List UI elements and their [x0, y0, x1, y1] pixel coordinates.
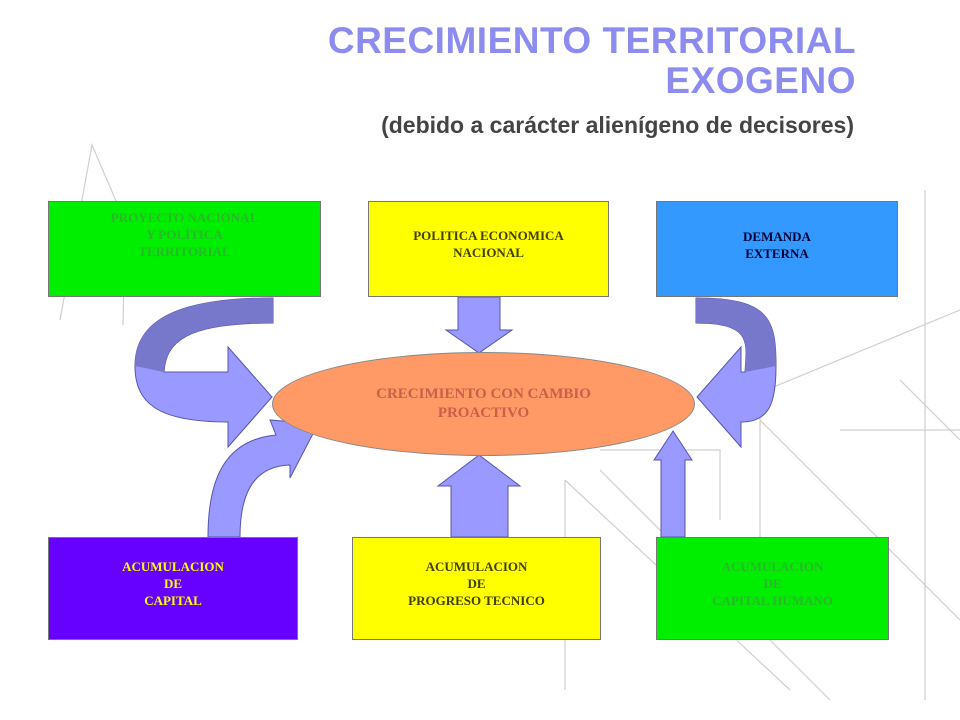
box-proyecto-nacional: PROYECTO NACIONAL Y POLÍTICA TERRITORIAL: [48, 201, 321, 297]
box-acumulacion-progreso: ACUMULACION DE PROGRESO TECNICO: [352, 537, 601, 640]
box-demanda-externa: DEMANDA EXTERNA: [656, 201, 898, 297]
box-label-line: DE: [163, 576, 183, 591]
arrow-down-center: [444, 296, 514, 354]
box-acumulacion-capital: ACUMULACION DE CAPITAL: [48, 537, 298, 640]
center-node: CRECIMIENTO CON CAMBIO PROACTIVO: [272, 352, 695, 456]
title-line-2: EXOGENO: [665, 60, 856, 101]
box-label-line: ACUMULACION: [425, 559, 528, 574]
box-label-line: CAPITAL: [144, 593, 202, 608]
box-label-line: NACIONAL: [453, 245, 524, 260]
box-label-line: Y POLÍTICA: [146, 226, 223, 242]
center-ellipse: [272, 352, 695, 456]
box-label-line: ACUMULACION: [721, 559, 824, 574]
box-label-line: CAPITAL HUMANO: [712, 593, 833, 608]
center-label-line: CRECIMIENTO CON CAMBIO: [376, 386, 591, 402]
box-label-line: PROYECTO NACIONAL: [110, 209, 259, 225]
box-label-line: EXTERNA: [745, 246, 809, 261]
box-label-line: POLITICA ECONOMICA: [413, 228, 564, 243]
title-line-1: CRECIMIENTO TERRITORIAL: [327, 20, 856, 61]
arrow-up-center: [436, 454, 522, 538]
box-politica-economica: POLITICA ECONOMICA NACIONAL: [368, 201, 609, 297]
box-label-line: ACUMULACION: [122, 559, 224, 574]
arrow-up-right: [653, 430, 693, 538]
center-label-line: PROACTIVO: [437, 405, 530, 421]
subtitle: (debido a carácter alienígeno de decisor…: [381, 112, 854, 138]
box-label-line: PROGRESO TECNICO: [408, 593, 545, 608]
box-acumulacion-capital-humano: ACUMULACION DE CAPITAL HUMANO: [656, 537, 889, 640]
box-label-line: TERRITORIAL: [138, 243, 231, 259]
box-label-line: DEMANDA: [743, 229, 811, 244]
box-label-line: DE: [763, 576, 782, 591]
box-label-line: DE: [467, 576, 486, 591]
